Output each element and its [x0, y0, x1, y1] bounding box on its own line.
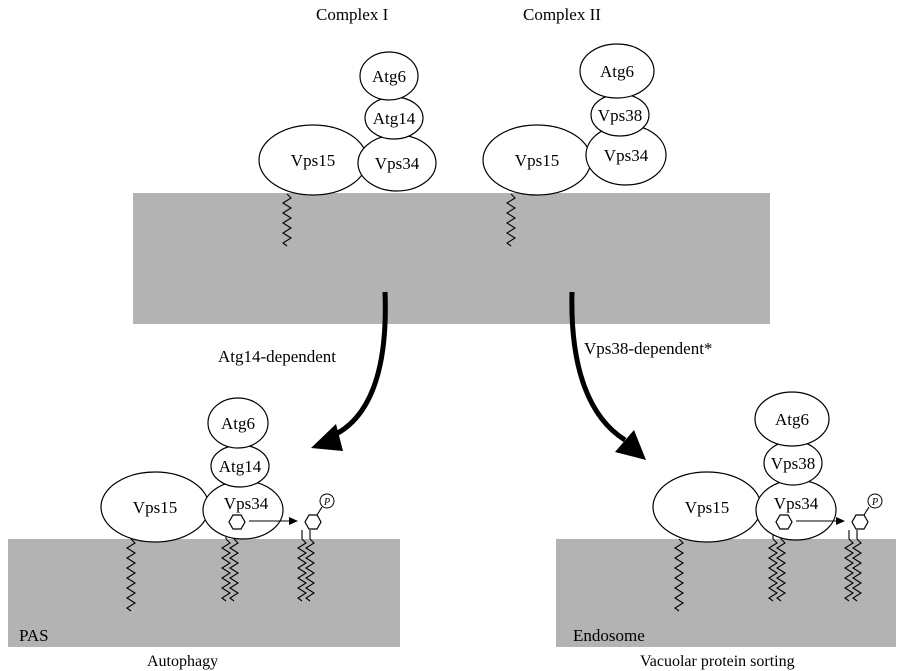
complex-1-at-pas: Vps15 Vps34 Atg14 Atg6 P [100, 397, 335, 612]
vacuolar-protein-sorting-caption: Vacuolar protein sorting [640, 653, 795, 670]
arrowhead [289, 517, 298, 525]
vps15-label: Vps15 [685, 498, 729, 517]
atg14-dependent-label: Atg14-dependent [218, 347, 336, 366]
vps38-label: Vps38 [771, 454, 815, 473]
pi3p-headgroup-stem [301, 530, 311, 539]
lipid-tail [775, 538, 787, 602]
lipid-tail [304, 538, 316, 602]
vps15-label: Vps15 [291, 151, 335, 170]
atg6-label: Atg6 [372, 67, 406, 86]
top-membrane [133, 193, 770, 324]
pi3p-headgroup-stem [848, 530, 858, 539]
arrowhead [615, 430, 646, 460]
lipid-anchor [125, 538, 137, 612]
lipid-tail [220, 538, 232, 602]
vps15-label: Vps15 [133, 498, 177, 517]
pi-headgroup-hexagon [228, 514, 246, 530]
endosome-membrane [556, 539, 896, 647]
atg6-oval [207, 397, 269, 449]
phosphate-bond [316, 506, 323, 516]
vps38-label: Vps38 [598, 106, 642, 125]
atg14-label: Atg14 [219, 457, 262, 476]
pi3p-headgroup-hexagon [851, 514, 869, 530]
lipid-tail [843, 538, 855, 602]
arrowhead [311, 424, 343, 451]
vps34-label: Vps34 [774, 494, 819, 513]
vps34-label: Vps34 [604, 146, 649, 165]
lipid-tail [767, 538, 779, 602]
complex-1: Vps15 Vps34 Atg14 Atg6 [258, 51, 437, 247]
phosphate-label: P [323, 497, 330, 508]
arrow-vps38-dependent [569, 291, 646, 460]
atg6-label: Atg6 [775, 410, 809, 429]
atg14-label: Atg14 [373, 109, 416, 128]
phosphate-bond [863, 506, 870, 516]
pas-membrane [8, 539, 400, 647]
atg6-oval [754, 391, 830, 447]
vps38-dependent-label: Vps38-dependent* [584, 339, 712, 358]
pas-label: PAS [19, 626, 49, 645]
lipid-anchor [505, 193, 517, 247]
vps34-label: Vps34 [375, 154, 420, 173]
lipid-anchor [281, 193, 293, 247]
vps34-label: Vps34 [224, 494, 269, 513]
lipid-tail [228, 538, 240, 602]
atg6-oval [359, 51, 419, 101]
arrow-atg14-dependent [311, 291, 388, 451]
atg6-oval [579, 43, 655, 99]
lipid-anchor [673, 538, 685, 612]
lipid-tail [296, 538, 308, 602]
arrowhead [836, 517, 845, 525]
endosome-label: Endosome [573, 626, 645, 645]
autophagy-caption: Autophagy [147, 653, 218, 670]
pi-headgroup-hexagon [775, 514, 793, 530]
vps15-label: Vps15 [515, 151, 559, 170]
phosphate-circle [867, 493, 883, 509]
lipid-tail [851, 538, 863, 602]
atg6-label: Atg6 [221, 414, 255, 433]
complex-2-title: Complex II [523, 5, 601, 24]
phosphate-circle [319, 493, 335, 509]
complex-2-at-endosome: Vps15 Vps34 Vps38 Atg6 P [652, 391, 883, 612]
pi3p-headgroup-hexagon [304, 514, 322, 530]
atg6-label: Atg6 [600, 62, 634, 81]
complex-2: Vps15 Vps34 Vps38 Atg6 [482, 43, 667, 247]
phosphate-label: P [871, 497, 878, 508]
complex-1-title: Complex I [316, 5, 389, 24]
